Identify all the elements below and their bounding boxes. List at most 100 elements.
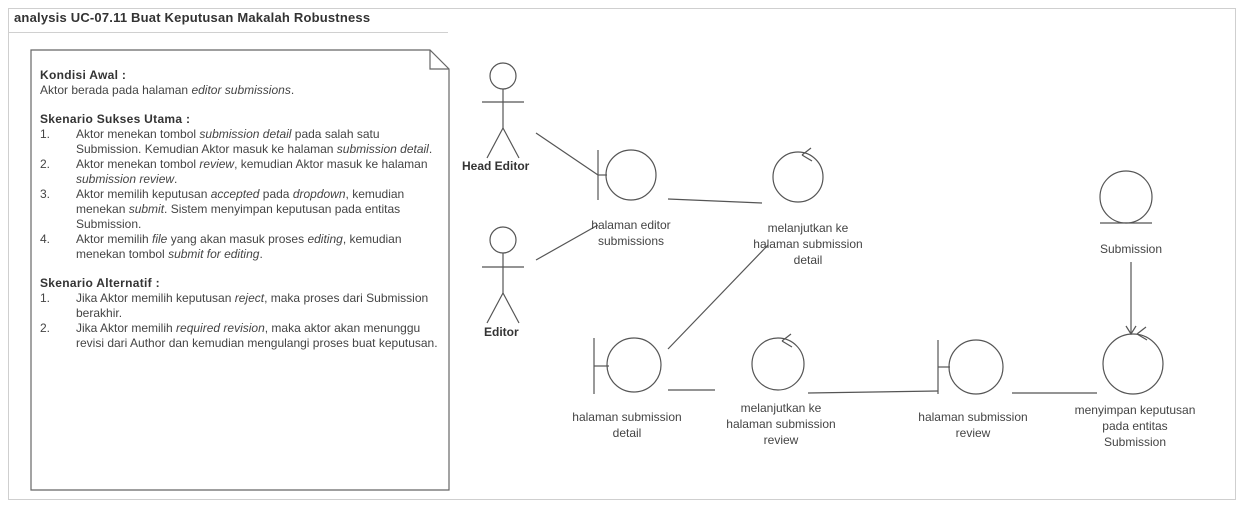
label-line: detail [612, 426, 642, 440]
control-melanjutkan-detail [772, 147, 824, 203]
label-line: halaman editor [591, 218, 671, 232]
kondisi-awal-text-a: Aktor berada pada halaman [40, 83, 192, 97]
note-text: Kondisi Awal : Aktor berada pada halaman… [40, 68, 440, 351]
text-fragment: . [428, 142, 433, 156]
sukses-item: 1. Aktor menekan tombol submission detail… [40, 127, 440, 157]
text-fragment: submission review [76, 172, 175, 186]
sukses-item: 4. Aktor memilih file yang akan masuk pro… [40, 232, 440, 262]
sukses-item-number: 3. [40, 187, 51, 201]
text-fragment: submit for editing [168, 247, 260, 261]
text-fragment: submission detail [336, 142, 429, 156]
text-fragment: , maka proses dari Submission berakhir. [76, 291, 429, 320]
alternatif-list: 1.Jika Aktor memilih keputusan reject, m… [40, 291, 440, 351]
kondisi-awal-text-c: . [290, 83, 295, 97]
actor-head-editor-figure [482, 62, 524, 159]
alternatif-item: 1. Jika Aktor memilih keputusan reject, m… [40, 291, 440, 321]
link-editor-submissions-to-melanjutkan-detail [667, 198, 763, 204]
label-halaman-editor-submissions: halaman editor submissions [566, 217, 696, 249]
alternatif-heading: Skenario Alternatif : [40, 276, 160, 290]
control-melanjutkan-review [751, 333, 805, 391]
label-line: submissions [597, 234, 665, 248]
alternatif-item-number: 2. [40, 321, 51, 335]
label-line: halaman submission [572, 410, 682, 424]
alternatif-item-number: 1. [40, 291, 51, 305]
boundary-halaman-submission-detail [593, 337, 662, 394]
text-fragment: file [152, 232, 168, 246]
text-fragment: Aktor memilih keputusan [76, 187, 211, 201]
label-halaman-submission-detail: halaman submission detail [552, 409, 702, 441]
label-line: halaman submission [753, 237, 863, 251]
sukses-item: 2. Aktor menekan tombol review, kemudian … [40, 157, 440, 187]
text-fragment: Jika Aktor memilih keputusan [76, 291, 235, 305]
text-fragment: yang akan masuk proses [167, 232, 308, 246]
text-fragment: . [174, 172, 178, 186]
text-fragment: Aktor memilih [76, 232, 153, 246]
label-line: menyimpan keputusan [1074, 403, 1196, 417]
label-melanjutkan-detail: melanjutkan ke halaman submission detail [728, 220, 888, 268]
text-fragment: Aktor menekan tombol [76, 127, 200, 141]
sukses-item-number: 4. [40, 232, 51, 246]
sukses-item: 3.Aktor memilih keputusan accepted pada … [40, 187, 440, 232]
actor-editor-figure [482, 226, 524, 324]
text-fragment: Jika Aktor memilih [76, 321, 177, 335]
label-line: Submission [1099, 242, 1163, 256]
label-menyimpan-keputusan: menyimpan keputusan pada entitas Submiss… [1052, 402, 1218, 450]
link-head-editor-to-editor-submissions [535, 132, 599, 176]
actor-head-editor-label: Head Editor [462, 159, 530, 173]
sukses-item-number: 2. [40, 157, 51, 171]
text-fragment: . [259, 247, 263, 261]
boundary-halaman-submission-review [937, 339, 1004, 395]
note-fold [429, 50, 449, 70]
text-fragment: reject [234, 291, 265, 305]
text-fragment: submission detail [199, 127, 292, 141]
sukses-item-text: Aktor menekan tombol review, kemudian Ak… [76, 157, 440, 187]
text-fragment: pada [259, 187, 293, 201]
sukses-list: 1. Aktor menekan tombol submission detail… [40, 127, 440, 262]
label-line: Submission [1103, 435, 1167, 449]
link-melanjutkan-review-to-submission-review [807, 390, 939, 394]
text-fragment: accepted [210, 187, 260, 201]
label-line: halaman submission [918, 410, 1028, 424]
boundary-halaman-editor-submissions [597, 149, 657, 201]
text-fragment: , maka aktor akan menunggu revisi dari A… [76, 321, 438, 350]
actor-editor-label: Editor [484, 325, 519, 339]
arrowhead-to-menyimpan [1125, 325, 1137, 336]
text-fragment: pada salah satu Submission. Kemudian Akt… [76, 127, 380, 156]
text-fragment: , kemudian menekan [76, 187, 405, 216]
entity-submission [1099, 170, 1153, 224]
alternatif-item-text: Jika Aktor memilih required revision, ma… [76, 321, 440, 351]
label-line: detail [793, 253, 823, 267]
text-fragment: dropdown [292, 187, 346, 201]
text-fragment: editing [307, 232, 343, 246]
text-fragment: review [199, 157, 235, 171]
text-fragment: , kemudian Aktor masuk ke halaman [234, 157, 428, 171]
text-fragment: required revision [176, 321, 265, 335]
alternatif-item: 2. Jika Aktor memilih required revision, … [40, 321, 440, 351]
alternatif-item-text: Jika Aktor memilih keputusan reject, mak… [76, 291, 440, 321]
label-submission-entity: Submission [1076, 241, 1186, 257]
link-melanjutkan-detail-to-submission-detail [667, 244, 769, 350]
label-line: melanjutkan ke [740, 401, 822, 415]
label-line: pada entitas [1102, 419, 1168, 433]
sukses-item-text: Aktor menekan tombol submission detail p… [76, 127, 440, 157]
sukses-heading: Skenario Sukses Utama : [40, 112, 191, 126]
label-line: halaman submission [726, 417, 836, 431]
note-shape [30, 49, 450, 491]
label-melanjutkan-review: melanjutkan ke halaman submission review [701, 400, 861, 448]
sukses-item-number: 1. [40, 127, 51, 141]
text-fragment: , kemudian menekan tombol [76, 232, 402, 261]
label-halaman-submission-review: halaman submission review [898, 409, 1048, 441]
label-line: review [955, 426, 991, 440]
label-line: review [763, 433, 799, 447]
text-fragment: submit [128, 202, 165, 216]
label-line: melanjutkan ke [767, 221, 849, 235]
text-fragment: Aktor menekan tombol [76, 157, 200, 171]
title-divider [8, 32, 448, 33]
diagram-frame [8, 8, 1236, 500]
diagram-title: analysis UC-07.11 Buat Keputusan Makalah… [14, 10, 371, 25]
text-fragment: . Sistem menyimpan keputusan pada entita… [76, 202, 401, 231]
link-editor-to-editor-submissions [535, 224, 599, 261]
sukses-item-text: Aktor memilih file yang akan masuk prose… [76, 232, 440, 262]
kondisi-awal-text: Aktor berada pada halaman editor submiss… [40, 83, 440, 98]
